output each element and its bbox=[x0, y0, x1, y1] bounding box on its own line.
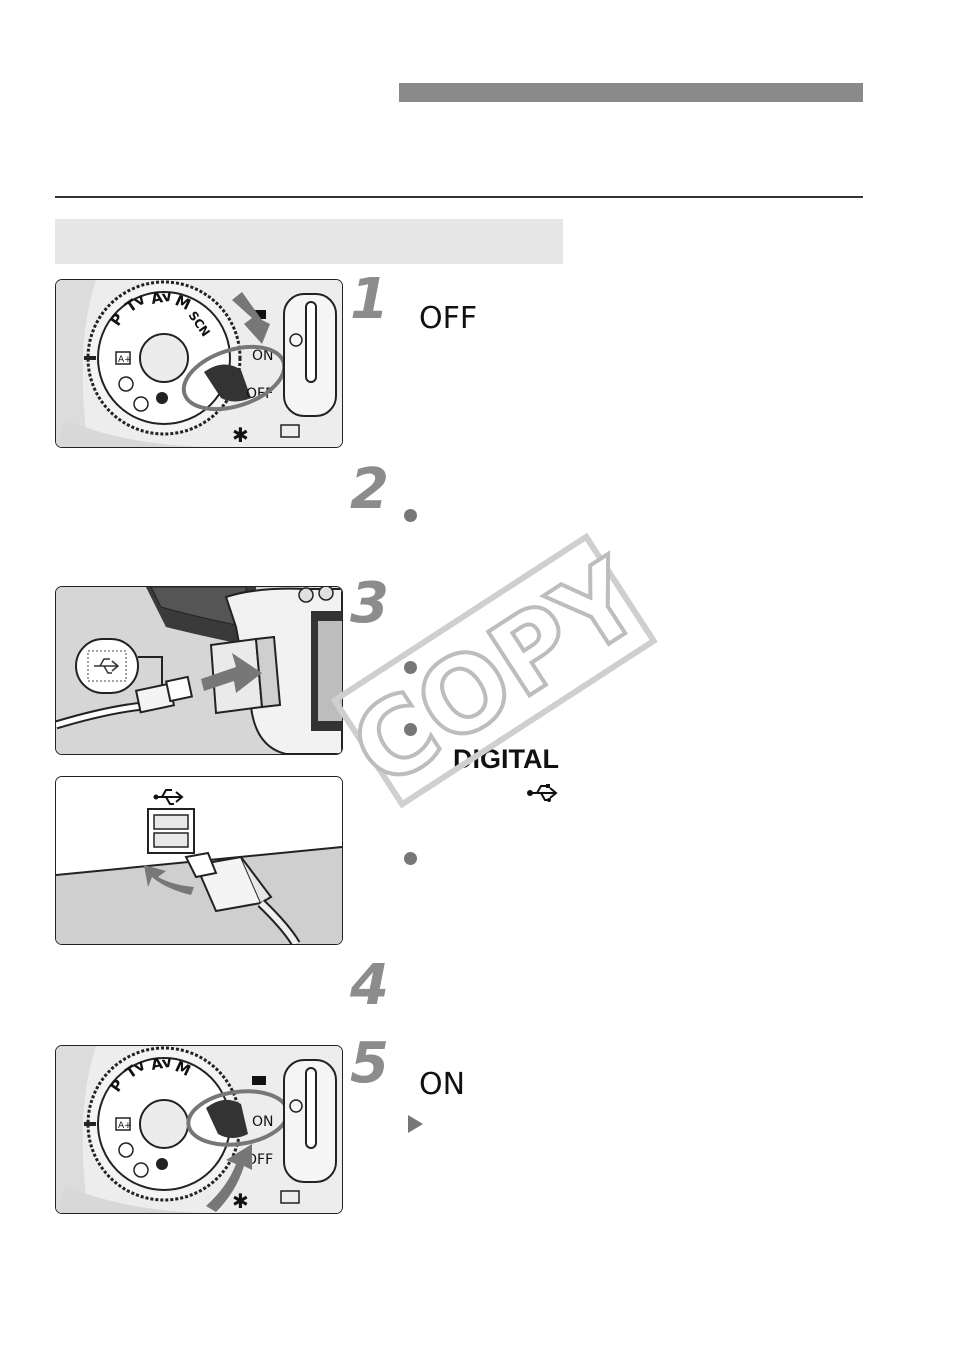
illustration-camera-usb-terminal bbox=[55, 586, 343, 755]
step-number-5: 5 bbox=[350, 1031, 389, 1096]
step1-off-label: OFF bbox=[419, 301, 478, 336]
copy-watermark: COPY bbox=[330, 532, 660, 813]
header-bar bbox=[399, 83, 863, 102]
dial-mode-av: Av bbox=[150, 287, 174, 308]
arrow-icon bbox=[144, 865, 194, 895]
svg-text:✱: ✱ bbox=[232, 423, 249, 447]
svg-text:✱: ✱ bbox=[232, 1189, 249, 1213]
digital-terminal-label: DIGITAL bbox=[453, 744, 559, 774]
dial-mode-creative-auto: A+ bbox=[118, 1121, 132, 1131]
dial-mode-av: Av bbox=[150, 1053, 174, 1074]
step-number-2: 2 bbox=[350, 457, 389, 522]
step-number-1: 1 bbox=[350, 267, 389, 332]
bullet-icon bbox=[404, 723, 417, 736]
dial-mode-creative-auto: A+ bbox=[118, 355, 132, 365]
illustration-power-switch-off: P Tv Av M SCN A+ ON OFF ✱ bbox=[55, 279, 343, 448]
usb-icon bbox=[94, 658, 120, 674]
usb-icon bbox=[156, 789, 184, 805]
result-triangle-icon bbox=[408, 1115, 423, 1133]
usb-icon bbox=[527, 784, 558, 802]
switch-label-off: OFF bbox=[246, 1152, 273, 1168]
section-heading-band bbox=[55, 219, 563, 264]
arrow-icon bbox=[232, 292, 270, 344]
bullet-icon bbox=[404, 661, 417, 674]
switch-label-off: OFF bbox=[246, 386, 273, 402]
step-number-3: 3 bbox=[350, 571, 389, 636]
dial-mode-m: M bbox=[172, 291, 193, 314]
step5-on-label: ON bbox=[419, 1067, 466, 1102]
step-number-4: 4 bbox=[350, 953, 389, 1018]
illustration-power-switch-on: P Tv Av M A+ ON OFF ✱ bbox=[55, 1045, 343, 1214]
section-rule bbox=[55, 196, 863, 198]
switch-label-on: ON bbox=[252, 1114, 274, 1130]
switch-label-on: ON bbox=[252, 348, 274, 364]
dial-mode-m: M bbox=[172, 1057, 193, 1080]
arrow-icon bbox=[206, 1144, 252, 1212]
illustration-computer-usb-port bbox=[55, 776, 343, 945]
bullet-icon bbox=[404, 852, 417, 865]
bullet-icon bbox=[404, 509, 417, 522]
arrow-icon bbox=[201, 653, 262, 693]
